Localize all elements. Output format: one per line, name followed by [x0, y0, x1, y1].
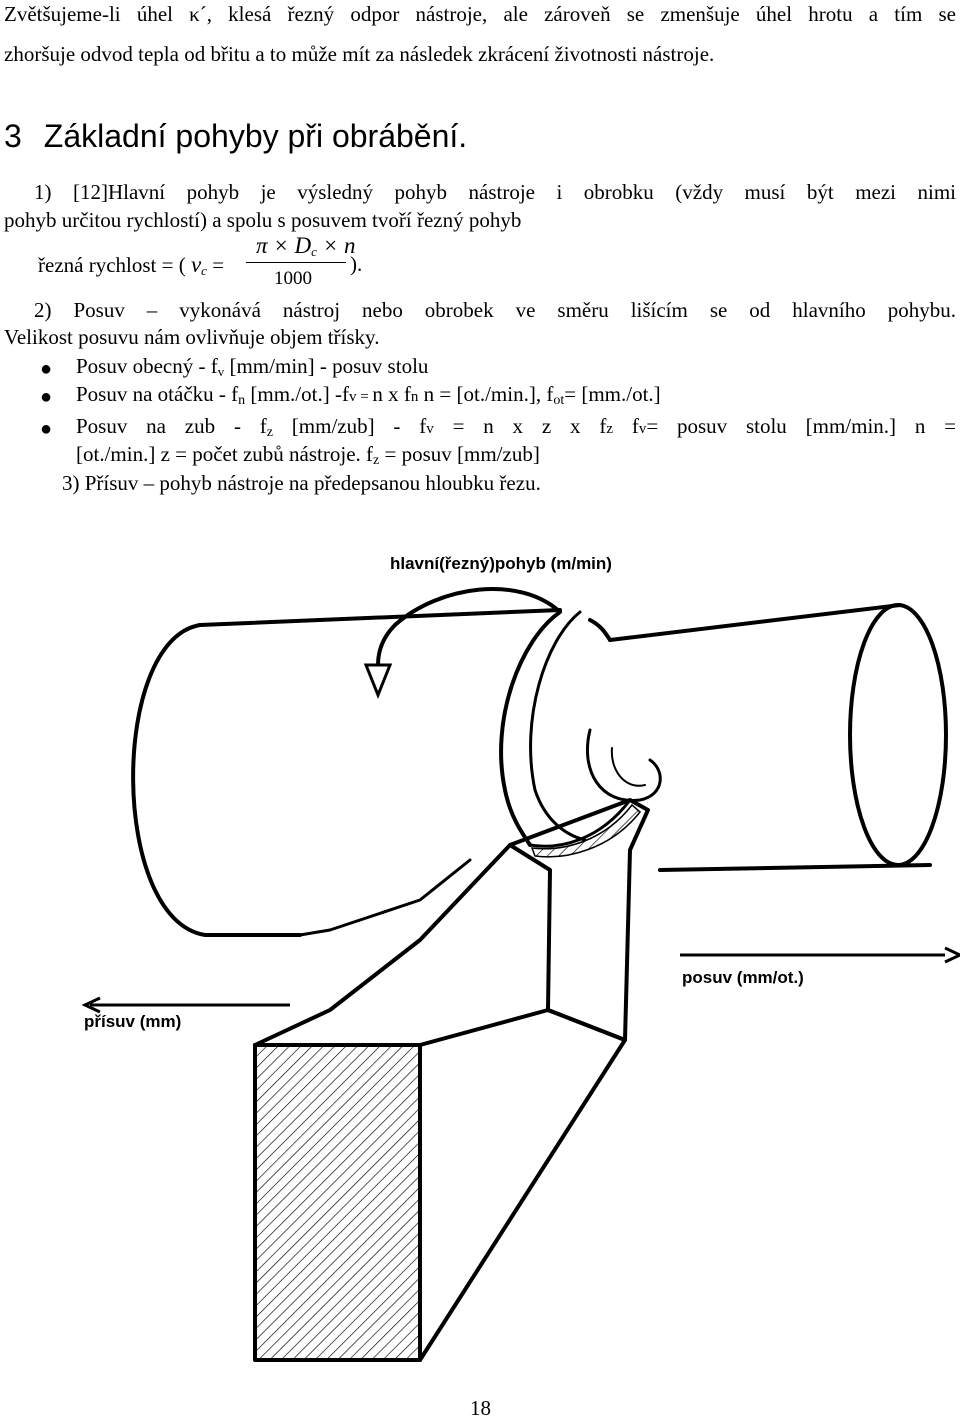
item1-line-1: 1) [12]Hlavní pohyb je výsledný pohyb ná… — [34, 180, 956, 204]
formula-var: v — [190, 252, 202, 277]
finished-end-face — [848, 603, 948, 867]
page-number: 18 — [470, 1396, 491, 1420]
intro-line-2: zhoršuje odvod tepla od břitu a to může … — [4, 42, 715, 66]
section-heading: 3 Základní pohyby při obrábění. — [4, 116, 467, 156]
formula-denominator: 1000 — [274, 268, 312, 289]
bullet-item-2: ● Posuv na otáčku - fn [mm./ot.] -fv = n… — [0, 382, 960, 410]
bullet-text: Posuv na zub - fz [mm/zub] - fv = n x z … — [76, 414, 957, 440]
bullet-text: Posuv obecný - fv [mm/min] - posuv stolu — [76, 354, 429, 379]
main-motion-arrow — [376, 586, 562, 666]
shoulder-face — [499, 610, 562, 847]
bullet-text: Posuv na otáčku - fn [mm./ot.] -fv = n x… — [76, 382, 661, 408]
label-infeed: přísuv (mm) — [84, 1012, 182, 1031]
bullet-3-continuation: [ot./min.] z = počet zubů nástroje. fz =… — [76, 442, 540, 468]
formula-label: řezná rychlost = ( — [38, 253, 186, 277]
item2-line-1: 2) Posuv – vykonává nástroj nebo obrobek… — [34, 298, 956, 322]
diagram-drawing — [81, 586, 960, 1362]
intro-line-1: Zvětšujeme-li úhel κ´, klesá řezný odpor… — [4, 2, 956, 26]
formula-numerator: π × Dc × n — [256, 233, 355, 260]
cutting-tool — [508, 798, 650, 1042]
workpiece-outline — [131, 623, 302, 937]
formula-left: řezná rychlost = ( vc = — [38, 252, 224, 279]
item2-line-2: Velikost posuvu nám ovlivňuje objem třís… — [4, 325, 380, 349]
formula-close: ). — [350, 252, 363, 276]
numerator-tail: × n — [322, 233, 356, 258]
bullet-item-3: ● Posuv na zub - fz [mm/zub] - fv = n x … — [0, 414, 960, 442]
numerator-main: π × D — [256, 233, 312, 258]
bullet-dot: ● — [40, 418, 53, 440]
chip-curl — [585, 728, 662, 802]
machining-diagram: hlavní(řezný)pohyb (m/min) posuv (mm/ot.… — [0, 540, 960, 1380]
heading-number: 3 — [4, 118, 22, 154]
label-main-motion: hlavní(řezný)pohyb (m/min) — [390, 554, 612, 573]
bullet-item-1: ● Posuv obecný - fv [mm/min] - posuv sto… — [0, 354, 960, 382]
numerator-sub: c — [311, 244, 317, 259]
bullet-dot: ● — [40, 386, 53, 408]
bullet-dot: ● — [40, 358, 53, 380]
tool-cross-section — [257, 1047, 418, 1358]
formula-eq: = — [212, 253, 225, 277]
label-feed: posuv (mm/ot.) — [682, 968, 804, 987]
item1-line-2: pohyb určitou rychlostí) a spolu s posuv… — [4, 208, 522, 232]
item3-line: 3) Přísuv – pohyb nástroje na předepsano… — [62, 471, 541, 495]
finished-cylinder — [608, 603, 902, 642]
formula-var-sub: c — [201, 263, 207, 278]
heading-title: Základní pohyby při obrábění. — [43, 118, 468, 154]
fraction-bar — [246, 262, 346, 263]
